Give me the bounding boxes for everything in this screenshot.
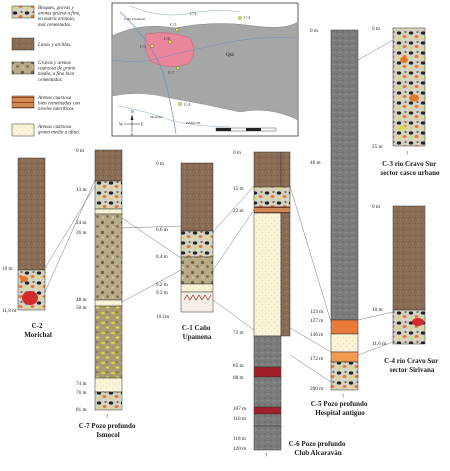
c7-bottom-mark: ? [106,414,109,420]
c3-depth: 0 m [372,26,380,32]
c6-title: C-6 Pozo profundo Club Alcaraván [289,440,347,457]
legend-text-gravel: Gravas y arenas cuarzosa de grano medio,… [38,61,76,83]
map-label-c3: C-3 [190,11,196,16]
c6-bottom-mark: ? [265,453,268,459]
c5-depth: 123 m [310,309,323,315]
c2-depth: 11,8 m [2,308,16,314]
legend-text-ferruginous: Arenas cuarzosa bien cementadas con nive… [37,96,81,112]
c7-depth: 74 m [76,381,87,387]
svg-text:S: S [131,132,134,137]
map-label-c5: C-5 [170,22,176,27]
c7-depth: 76 m [76,390,87,396]
map-site-c7 [176,66,180,70]
scale-bar [215,127,277,132]
c4-depth: 10 m [372,307,383,313]
c3-depth: 25 m [372,144,383,150]
column-c7: 0 m 13 m 24 m 26 m 48 m 50 m 74 m 76 m 8… [76,148,137,439]
map-site-c5 [175,28,179,32]
legend-item-boulders: Bloques, gravas y arenas gruesa a fina, … [11,5,82,28]
c6-depth: 120 m [233,446,246,452]
legend-item-sand: Arenas cuarzosa grano medio a afino. [11,123,80,137]
map-label-c2: C-2 [184,102,190,107]
c6-depth: 0 m [233,150,241,156]
column-c2: 10 m 11,8 m C-2 Morichal [2,157,52,339]
c6-depth: 88 m [233,375,244,381]
legend-item-ferruginous: Arenas cuarzosa bien cementadas con nive… [11,95,81,112]
map-label-c6: C-6 [164,36,170,41]
c1-depth: 8.4 m [156,254,168,260]
map-label-ismocol: ISMOCOL [186,121,201,125]
map-urban-area [144,32,194,67]
c4-depth: 0 m [372,204,380,210]
legend-text-sand: Arenas cuarzosa grano medio a afino. [37,125,80,136]
c7-depth: 13 m [76,187,87,193]
column-c6: 0 m 15 m 22 m 72 m 85 m 88 m 107 m 110 m… [233,150,347,459]
c1-depth: 9.2 m [156,282,168,288]
c1-depth: 10.1m [156,314,169,320]
map-stream [111,37,299,62]
map-label-qsh: Qsh [226,53,235,58]
map-creek [129,5,241,16]
column-c1: 0 m 6.6 m 8.4 m 9.2 m 9.3 m 10.1m C-1 Ca… [156,161,214,341]
map-site-c4 [238,16,242,20]
c5-depth: 136 m [310,332,323,338]
map-site-c6 [168,40,172,44]
c6-depth: 110 m [233,416,246,422]
c6-depth: 72 m [233,330,244,336]
c6-depth: 22 m [233,208,244,214]
legend-text-boulders: Bloques, gravas y arenas gruesa a fina, … [38,6,82,28]
column-c4: 0 m 10 m 11,6 m C-4 río Cravo Sur sector… [372,204,440,374]
map-label-morichal: Morichal [150,115,162,119]
c5-depth: 0 m [310,28,318,34]
c3-title: C-3 río Cravo Sur sector casco urbano [381,160,440,177]
column-c3: 0 m 25 m ? C-3 río Cravo Sur sector casc… [372,26,440,177]
map-label-c1: C-1 [140,44,146,49]
legend-item-gravel: Gravas y arenas cuarzosa de grano medio,… [11,61,76,83]
location-map: C-1 C-6 C-5 C-4 C-7 C-2 C-3 Qsh ISMOCOL … [111,2,299,137]
correlation-lines [44,39,394,383]
legend-item-silt: Limos y arcillas. [11,37,71,51]
c5-depth: 46 m [310,160,321,166]
c5-depth: 200 m [310,386,323,392]
c7-depth: 24 m [76,220,87,226]
c7-depth: 81 m [76,407,87,413]
c2-title: C-2 Morichal [24,322,52,339]
map-label-c4: C-4 [244,15,251,20]
c4-depth: 11,6 m [372,341,386,347]
c5-depth: 172 m [310,356,323,362]
c5-bottom-mark: ? [342,394,345,400]
c6-depth: 15 m [233,186,244,192]
map-creek-south [117,105,231,127]
c5-depth: 127 m [310,318,323,324]
c6-depth: 85 m [233,363,244,369]
map-site-c1 [150,44,154,48]
c6-depth: 107 m [233,406,246,412]
c7-depth: 0 m [76,148,84,154]
compass-rose-icon: N S E W [119,109,144,137]
column-c5: 0 m 46 m 123 m 127 m 136 m 172 m 200 m ?… [310,28,369,417]
map-label-upamena: Caño Upamena [124,17,145,21]
c7-depth: 26 m [76,230,87,236]
c3-bottom-mark: ? [406,151,409,157]
c5-title: C-5 Pozo profundo Hospital antiguo [311,400,369,417]
c1-depth: 6.6 m [156,227,168,233]
map-site-c2 [178,102,182,106]
c6-depth: 118 m [233,436,246,442]
legend-text-silt: Limos y arcillas. [37,43,71,48]
map-label-c7: C-7 [168,70,174,75]
c1-depth: 9.3 m [156,290,168,296]
c4-title: C-4 río Cravo Sur sector Sirivana [384,357,440,374]
c1-depth: 0 m [156,161,164,167]
svg-text:E: E [141,122,144,127]
svg-text:N: N [131,109,134,114]
legend: Bloques, gravas y arenas gruesa a fina, … [11,5,82,137]
c1-title: C-1 Caño Upamena [182,324,212,341]
map-river [119,11,177,135]
c2-depth: 10 m [2,266,13,272]
c7-title: C-7 Pozo profundo Ismocol [79,422,137,439]
svg-text:W: W [119,122,123,127]
c7-depth: 50 m [76,305,87,311]
c7-depth: 48 m [76,297,87,303]
